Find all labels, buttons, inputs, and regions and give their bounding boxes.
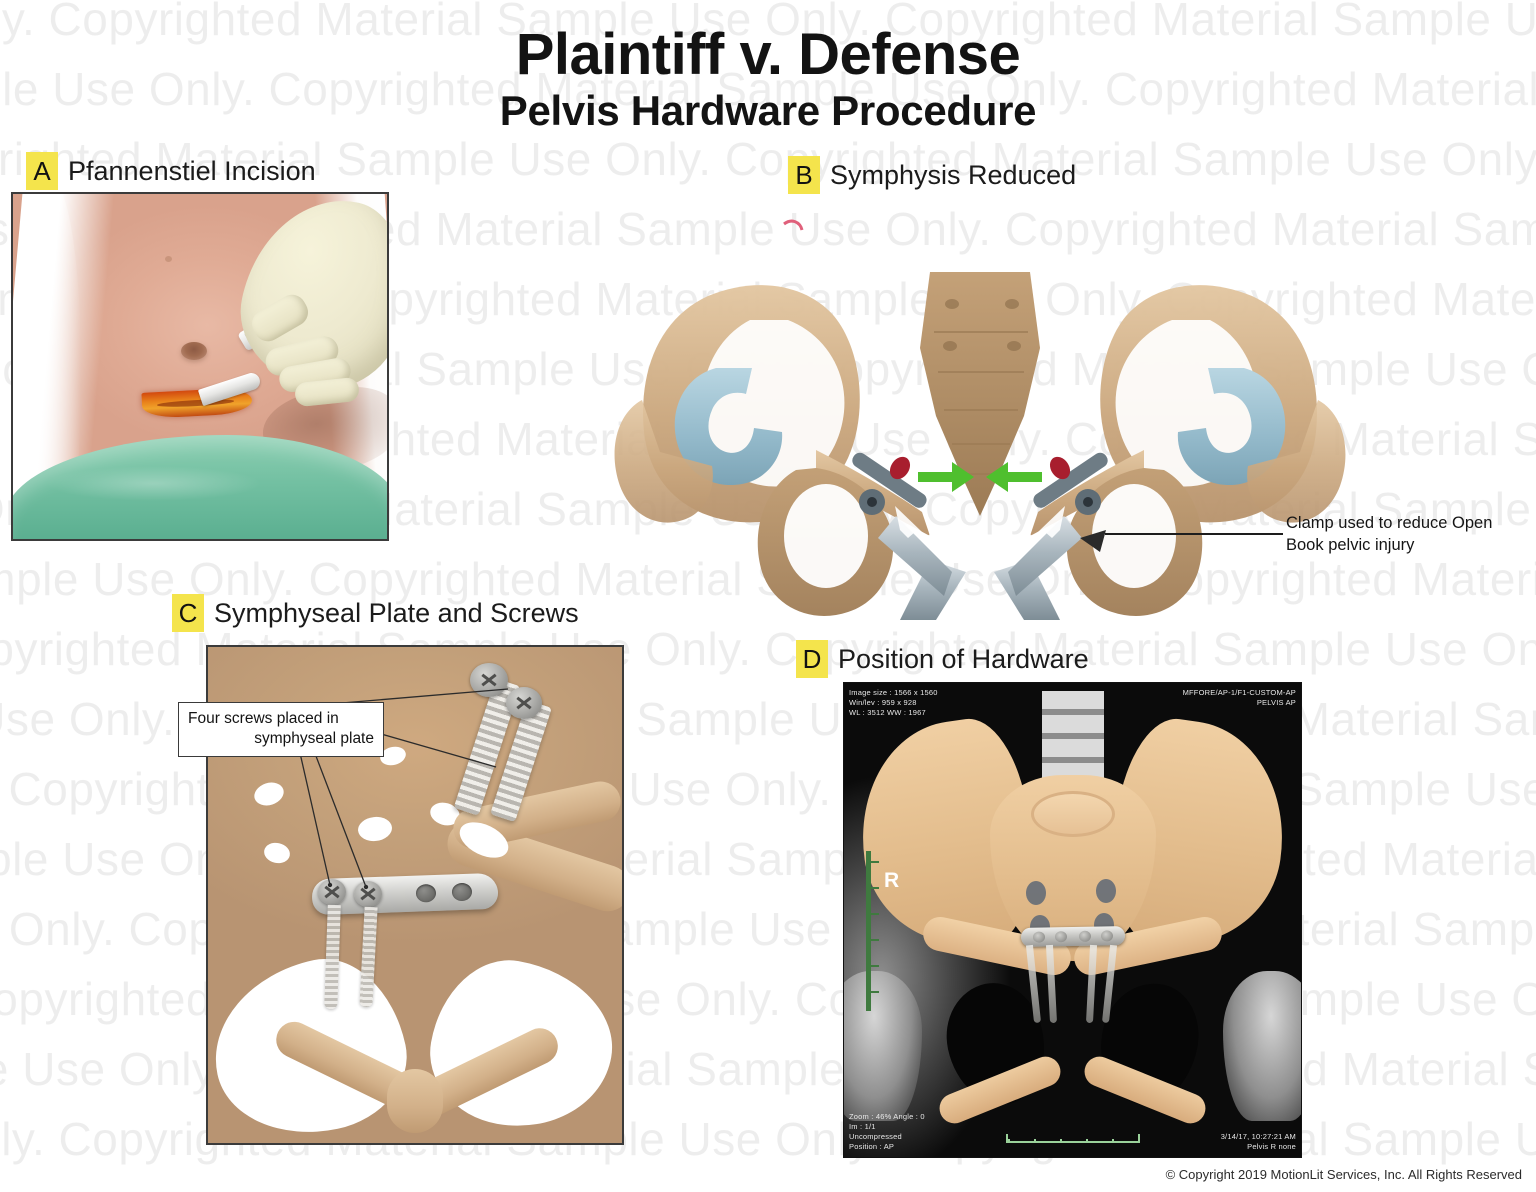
plate-screw-xray-4 [1100, 930, 1113, 942]
free-screw-head-2 [506, 687, 542, 719]
ruler-tick [866, 861, 879, 863]
panel-title-b: Symphysis Reduced [830, 159, 1077, 190]
navel [181, 342, 207, 360]
pelvis-clamp-illustration [614, 219, 1346, 620]
callout-b-line2: Book pelvic injury [1286, 536, 1415, 555]
page-subtitle: Pelvis Hardware Procedure [499, 87, 1037, 134]
callout-text-b: Clamp used to reduce Open Book pelvic in… [1286, 512, 1516, 557]
xray-meta-bottom-left: Zoom : 46% Angle : 0 Im : 1/1 Uncompress… [849, 1112, 925, 1152]
panel-title-d: Position of Hardware [838, 643, 1089, 674]
plate-hole-4 [451, 882, 473, 902]
plate-screw-xray-1 [1032, 931, 1045, 943]
copyright-notice: © Copyright 2019 MotionLit Services, Inc… [1165, 1167, 1522, 1182]
sacral-promontory-ring [1030, 791, 1115, 837]
callout-c-line1: Four screws placed in [188, 710, 339, 727]
panel-badge-b: B [788, 156, 820, 194]
callout-box-c: Four screws placed in symphyseal plate [178, 702, 384, 757]
ruler-tick [866, 887, 879, 889]
figure-pfannenstiel-incision [11, 192, 389, 541]
ruler-tick [866, 965, 879, 967]
plate-screw-xray-3 [1078, 930, 1091, 942]
xray-meta-top-left: Image size : 1566 x 1560 Win/lev : 959 x… [849, 688, 938, 717]
panel-title-a: Pfannenstiel Incision [68, 155, 316, 186]
xray-scale-bar [1005, 1134, 1140, 1143]
page-title: Plaintiff v. Defense [515, 22, 1021, 87]
callout-leader-line-b [1105, 533, 1283, 535]
skin-mole [165, 256, 172, 262]
panel-badge-a: A [26, 152, 58, 190]
sacral-foramen [1026, 881, 1046, 905]
pelvis-3d-overlay [844, 683, 1301, 1157]
figure-symphysis-reduced [600, 200, 1360, 620]
plate-screw-xray-2 [1054, 931, 1067, 943]
symphyseal-plate-xray [1020, 926, 1125, 947]
panel-title-c: Symphyseal Plate and Screws [214, 597, 579, 628]
ruler-tick [866, 991, 879, 993]
xray-meta-top-right: MFFORE/AP-1/F1-CUSTOM-AP PELVIS AP [1182, 688, 1296, 707]
free-screw-head-1 [470, 663, 508, 697]
ruler-tick [866, 939, 879, 941]
panel-badge-c: C [172, 594, 204, 632]
panel-label-c: C Symphyseal Plate and Screws [172, 594, 579, 632]
symphysis-inferior [387, 1069, 443, 1133]
header: Plaintiff v. Defense Pelvis Hardware Pro… [0, 0, 1536, 132]
plate-screw-head-1 [318, 879, 346, 905]
ruler-tick [866, 913, 879, 915]
plate-hole-3 [415, 883, 437, 903]
femur-left-xray [844, 971, 922, 1121]
sacral-foramen [1096, 879, 1116, 903]
femur-right-xray [1223, 971, 1301, 1121]
orientation-marker-right: R [884, 869, 900, 892]
xray-meta-bottom-right: 3/14/17, 10:27:21 AM Pelvis R none [1220, 1132, 1296, 1152]
callout-c-line2: symphyseal plate [254, 729, 374, 747]
panel-label-d: D Position of Hardware [796, 640, 1089, 678]
figure-symphyseal-plate-screws [206, 645, 624, 1145]
callout-b-line1: Clamp used to reduce Open [1286, 514, 1493, 532]
figure-position-of-hardware-xray: R Image size : 1566 x 1560 Win/lev : 959… [843, 682, 1302, 1158]
panel-label-b: B Symphysis Reduced [788, 156, 1076, 194]
panel-label-a: A Pfannenstiel Incision [26, 152, 316, 190]
xray-scale-ruler [866, 851, 871, 1011]
plate-screw-head-2 [354, 881, 382, 907]
panel-badge-d: D [796, 640, 828, 678]
